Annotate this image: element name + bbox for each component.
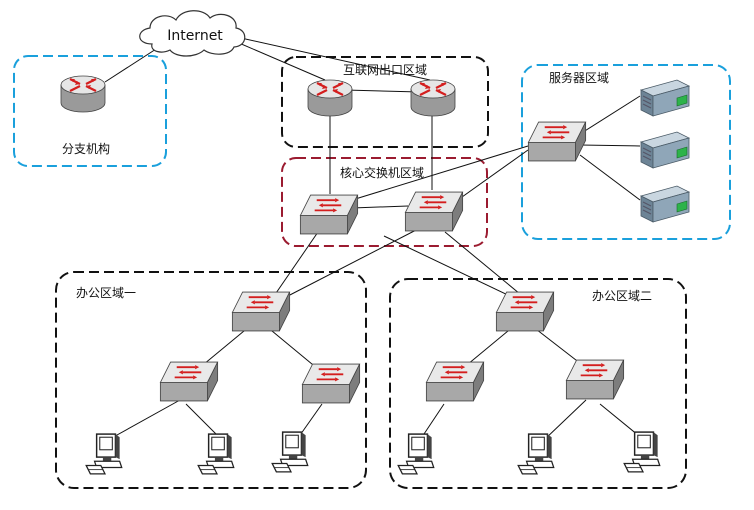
region-office2-box <box>389 278 687 489</box>
region-office2-label: 办公区域二 <box>592 288 652 303</box>
internet-cloud: Internet <box>139 10 246 57</box>
branch-router <box>59 74 107 114</box>
server-icon <box>640 185 690 223</box>
switch-icon <box>495 291 555 332</box>
router-icon <box>306 78 354 118</box>
region-office1-label: 办公区域一 <box>76 285 136 300</box>
workstation-icon <box>85 433 123 475</box>
switch-icon <box>299 194 359 235</box>
server-icon <box>640 79 690 117</box>
region-branch-label: 分支机构 <box>62 141 110 156</box>
switch-icon <box>404 191 464 232</box>
switch-icon <box>301 363 361 404</box>
workstation-icon <box>271 431 309 473</box>
region-internet-exit-box <box>281 56 489 148</box>
router-icon <box>409 78 457 118</box>
workstation-icon <box>623 431 661 473</box>
cloud-icon <box>139 10 246 57</box>
switch-icon <box>425 361 485 402</box>
server-icon <box>640 131 690 169</box>
router-icon <box>59 74 107 114</box>
region-office1-box <box>55 271 367 489</box>
workstation-icon <box>397 433 435 475</box>
workstation-icon <box>517 433 555 475</box>
switch-icon <box>159 361 219 402</box>
region-core-label: 核心交换机区域 <box>340 165 424 180</box>
internet-label: Internet <box>167 28 223 44</box>
region-server-label: 服务器区域 <box>549 70 609 85</box>
region-server-box <box>521 64 731 240</box>
switch-icon <box>527 121 587 162</box>
region-branch-box <box>13 55 167 167</box>
switch-icon <box>231 291 291 332</box>
workstation-icon <box>197 433 235 475</box>
region-internet-exit-label: 互联网出口区域 <box>343 63 427 77</box>
switch-icon <box>565 359 625 400</box>
